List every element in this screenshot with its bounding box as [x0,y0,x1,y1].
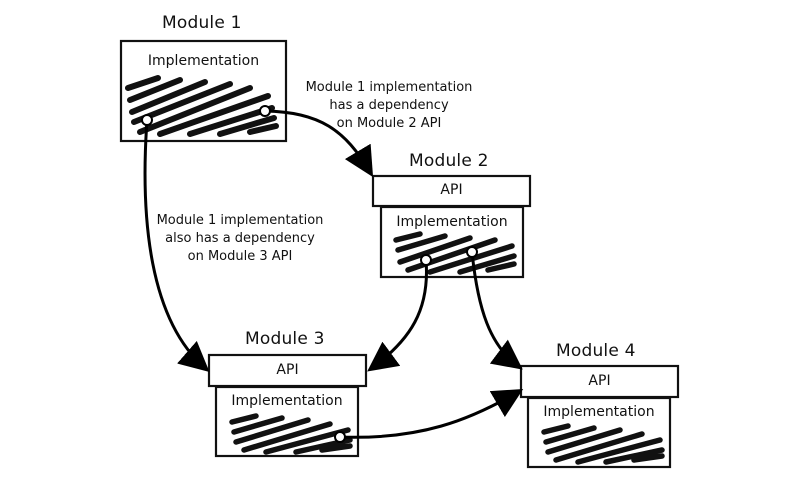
module-3-title: Module 3 [245,329,325,349]
module-2-title: Module 2 [409,151,489,171]
module-3-implementation-label: Implementation [231,393,343,409]
module-4 [519,364,680,469]
note-line: on Module 3 API [187,249,293,264]
module-3-hatching [229,413,353,455]
arrow-module-3-to-module-4-api [339,388,524,439]
module-3 [207,353,368,458]
arrow-module-2-to-module-3-api [367,259,429,372]
arrow-module-2-to-module-4-api [470,251,523,370]
module-2-api-label: API [440,182,463,198]
module-4-implementation-label: Implementation [543,404,655,420]
module-2-implementation-label: Implementation [396,214,508,230]
dependency-origin-dot [259,105,271,117]
dependency-origin-dot [334,431,346,443]
note-line: on Module 2 API [336,116,442,131]
module-2 [371,174,532,279]
module-3-api-label: API [276,362,299,378]
module-1-implementation-label: Implementation [147,53,260,69]
dependency-origin-dot [141,114,153,126]
note-line: has a dependency [329,98,449,113]
arrow-module-1-to-module-2-api [264,109,374,178]
module-2-hatching [393,231,517,275]
note-line: Module 1 implementation [156,213,324,228]
note-line: also has a dependency [165,231,315,246]
module-4-title: Module 4 [556,341,636,361]
module-2-api-box [371,174,532,208]
module-1-hatching [125,75,279,137]
dependency-origin-dot [466,246,478,258]
module-4-api-label: API [588,373,611,389]
note-module-1-to-module-2: Module 1 implementation has a dependency… [291,79,487,133]
dependency-origin-dot [420,254,432,266]
arrow-module-1-to-module-3-api [143,119,210,372]
note-line: Module 1 implementation [305,80,473,95]
module-1-title: Module 1 [162,13,242,33]
note-module-1-to-module-3: Module 1 implementation also has a depen… [142,212,338,266]
module-4-hatching [541,423,665,465]
